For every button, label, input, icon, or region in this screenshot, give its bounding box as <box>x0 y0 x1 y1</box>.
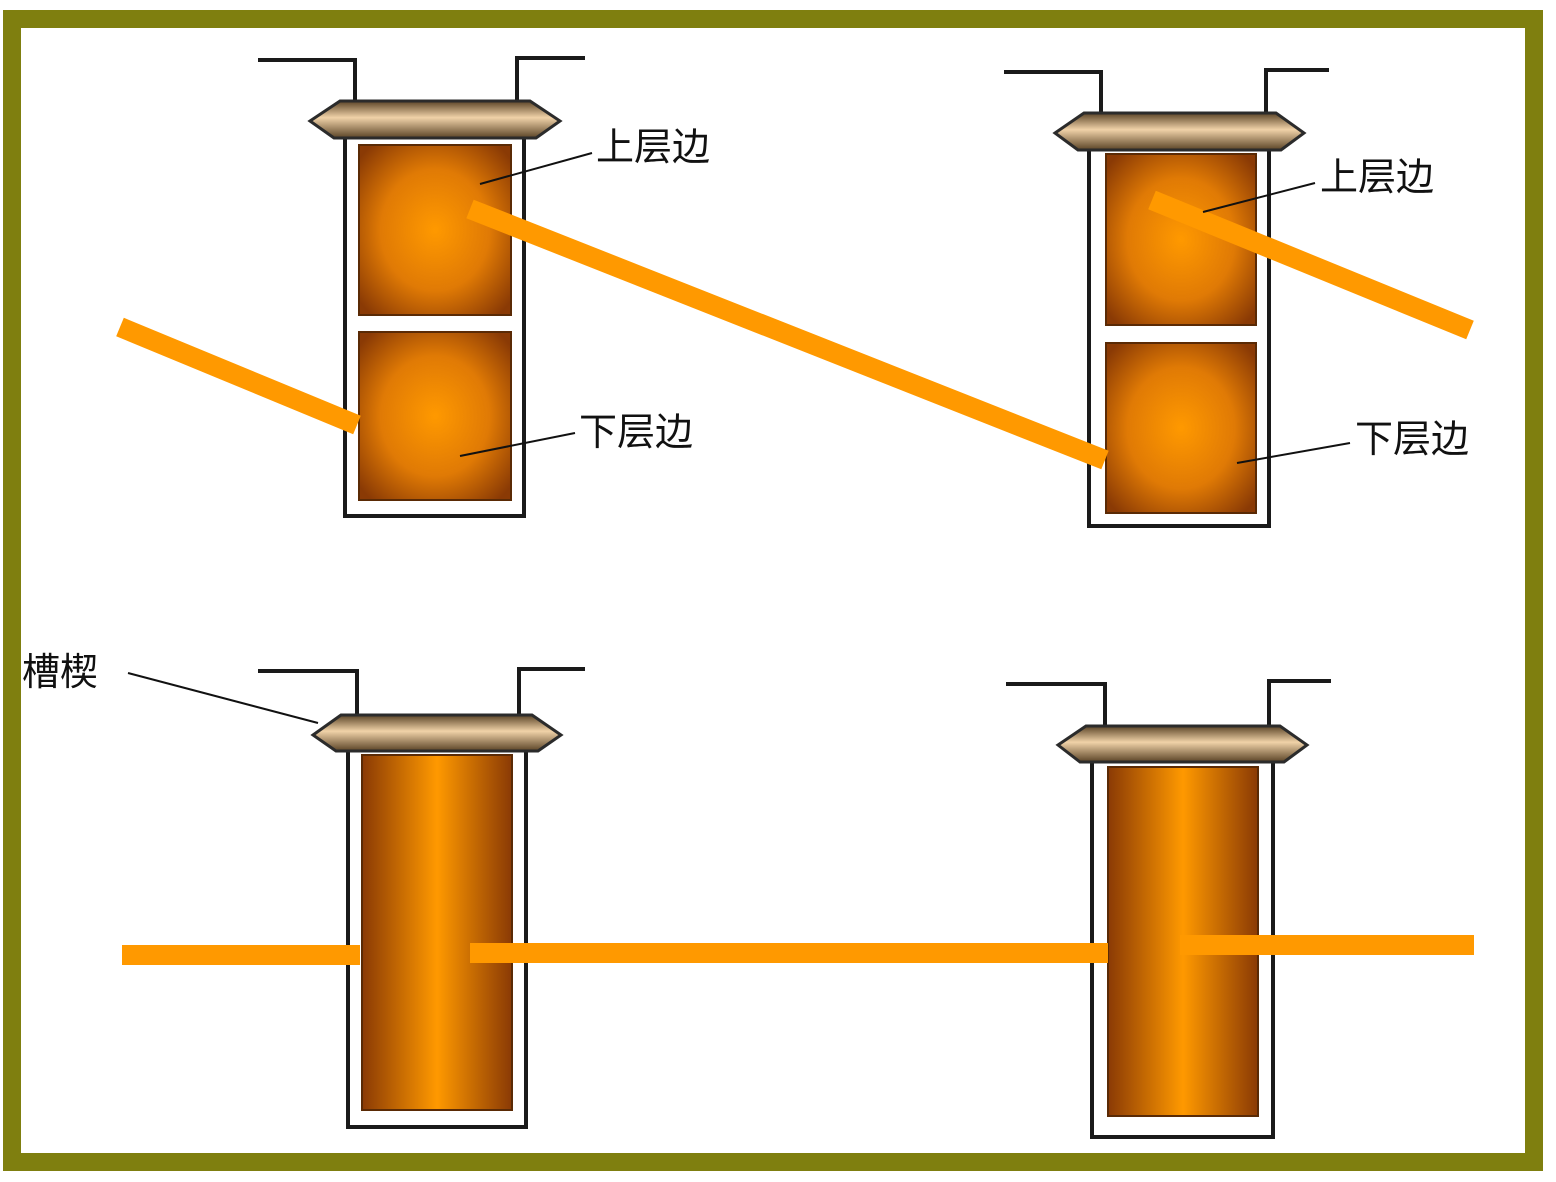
slot-bottom-right <box>1006 679 1331 1139</box>
slot-lip-right <box>1264 68 1329 113</box>
slot-bottom-left <box>258 667 585 1129</box>
slot-lip-left <box>258 669 359 714</box>
slot-lip-left <box>258 58 357 103</box>
single-layer-conductor <box>361 754 513 1111</box>
slot-wedge <box>1055 724 1310 764</box>
slot-top-right <box>1004 68 1329 528</box>
slot-lip-left <box>1006 682 1107 725</box>
lower-layer-conductor <box>1105 342 1257 514</box>
slot-wedge <box>310 713 564 753</box>
label-upper-layer-left: 上层边 <box>596 125 710 169</box>
slot-top-left <box>258 56 585 518</box>
coil-bar-span-top <box>466 199 1109 470</box>
leader-lower-left <box>459 432 576 457</box>
slot-lip-right <box>515 56 585 103</box>
leader-slot-wedge <box>127 672 319 724</box>
leader-lower-right <box>1236 442 1351 464</box>
label-lower-layer-right: 下层边 <box>1355 417 1469 461</box>
slot-lip-right <box>1267 679 1331 725</box>
label-lower-layer-left: 下层边 <box>579 410 693 454</box>
label-slot-wedge: 槽楔 <box>22 650 98 694</box>
slot-wedge <box>307 99 563 140</box>
coil-bars <box>116 190 1474 965</box>
slot-lip-left <box>1004 70 1103 113</box>
coil-bar-outgoing-right <box>1148 190 1474 340</box>
outer-frame <box>3 10 1543 1171</box>
leader-upper-left <box>479 152 593 185</box>
upper-layer-conductor <box>358 144 512 316</box>
leader-upper-right <box>1202 182 1316 213</box>
coil-bar-incoming-left <box>116 317 361 435</box>
annotations: 上层边 下层边 上层边 下层边 槽楔 <box>22 125 1469 724</box>
slot-wedge <box>1052 111 1307 152</box>
slot-lip-right <box>517 667 585 714</box>
label-upper-layer-right: 上层边 <box>1320 155 1434 199</box>
lower-layer-conductor <box>358 331 512 501</box>
